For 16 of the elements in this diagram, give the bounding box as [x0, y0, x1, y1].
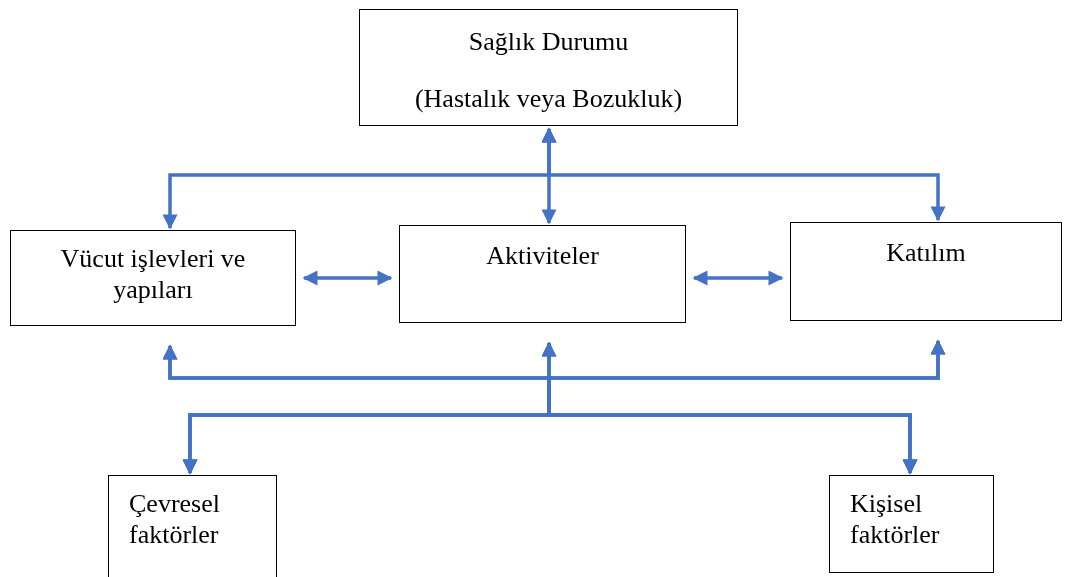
box-label: Kişisel faktörler: [850, 488, 941, 551]
box-label: Vücut işlevleri ve yapıları: [59, 243, 247, 306]
arrow: [302, 270, 393, 286]
arrow: [692, 270, 784, 286]
text-box: [790, 222, 1062, 321]
text-box: [829, 475, 994, 573]
text-box: [399, 225, 686, 323]
box-label: Sağlık Durumu: [467, 26, 630, 58]
box-label: (Hastalık veya Bozukluk): [413, 83, 684, 115]
arrow: [541, 127, 946, 222]
text-box: [359, 9, 738, 126]
text-box: [108, 475, 277, 577]
text-box: [10, 230, 296, 326]
box-label: Çevresel faktörler: [129, 488, 221, 551]
box-label: Aktiviteler: [485, 240, 600, 272]
box-label: Katılım: [885, 237, 967, 269]
